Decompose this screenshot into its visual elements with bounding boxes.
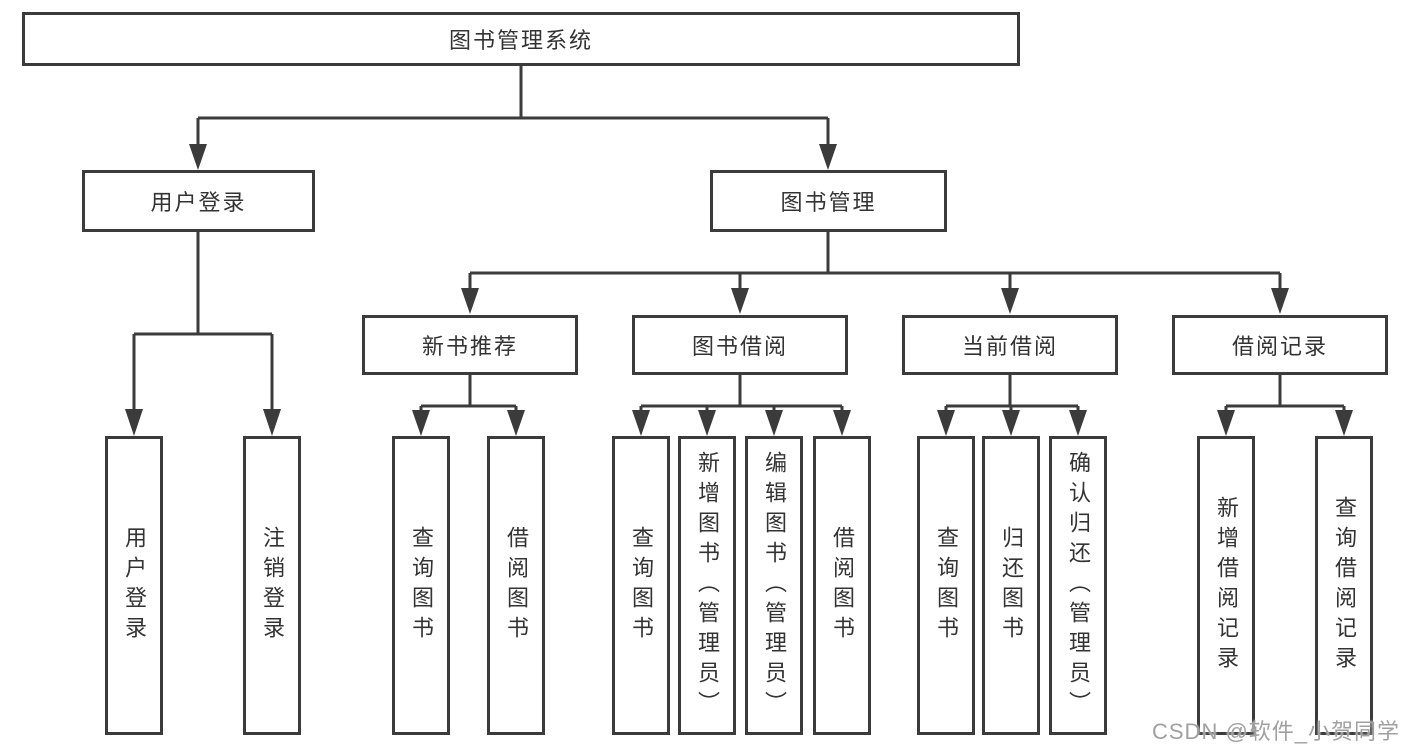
arrowhead-icon bbox=[937, 410, 955, 436]
connector-book-management bbox=[461, 232, 1289, 314]
leaf-nb-borrow-books: 借阅图书 bbox=[487, 436, 545, 735]
leaf-bb-add-books-admin: 新增图书（管理员） bbox=[678, 436, 736, 735]
arrowhead-icon bbox=[461, 288, 479, 314]
arrowhead-icon bbox=[125, 409, 143, 436]
node-borrow-records: 借阅记录 bbox=[1172, 315, 1388, 375]
node-user-login: 用户登录 bbox=[82, 170, 315, 232]
connector-borrow-records bbox=[1217, 375, 1353, 436]
node-new-book-recommend: 新书推荐 bbox=[362, 315, 578, 375]
connector-user-login bbox=[125, 232, 281, 436]
leaf-cb-return-books: 归还图书 bbox=[982, 436, 1040, 735]
leaf-cb-query-books: 查询图书 bbox=[917, 436, 975, 735]
arrowhead-icon bbox=[1002, 410, 1020, 436]
leaf-nb-query-books: 查询图书 bbox=[392, 436, 450, 735]
leaf-bb-borrow-books: 借阅图书 bbox=[813, 436, 871, 735]
leaf-bb-query-books: 查询图书 bbox=[612, 436, 670, 735]
leaf-br-add-record: 新增借阅记录 bbox=[1197, 436, 1255, 735]
node-book-management: 图书管理 bbox=[710, 170, 947, 232]
connector-current-borrow bbox=[937, 375, 1087, 436]
node-root: 图书管理系统 bbox=[22, 12, 1020, 66]
connector-book-borrow bbox=[632, 375, 851, 436]
connector-new-book-recommend bbox=[412, 375, 525, 436]
arrowhead-icon bbox=[507, 410, 525, 436]
arrowhead-icon bbox=[819, 144, 837, 170]
arrowhead-icon bbox=[833, 410, 851, 436]
arrowhead-icon bbox=[1335, 410, 1353, 436]
arrowhead-icon bbox=[1217, 410, 1235, 436]
leaf-user-login: 用户登录 bbox=[105, 436, 163, 735]
arrowhead-icon bbox=[1001, 288, 1019, 314]
watermark: CSDN @软件_小贺同学 bbox=[1152, 719, 1401, 744]
arrowhead-icon bbox=[263, 409, 281, 436]
arrowhead-icon bbox=[412, 410, 430, 436]
arrowhead-icon bbox=[1069, 410, 1087, 436]
arrowhead-icon bbox=[731, 288, 749, 314]
arrowhead-icon bbox=[1271, 288, 1289, 314]
arrowhead-icon bbox=[698, 410, 716, 436]
leaf-bb-edit-books-admin: 编辑图书（管理员） bbox=[745, 436, 803, 735]
arrowhead-icon bbox=[189, 144, 207, 170]
node-current-borrow: 当前借阅 bbox=[902, 315, 1118, 375]
leaf-cb-confirm-return-admin: 确认归还（管理员） bbox=[1049, 436, 1107, 735]
arrowhead-icon bbox=[765, 410, 783, 436]
leaf-logout: 注销登录 bbox=[243, 436, 301, 735]
arrowhead-icon bbox=[632, 410, 650, 436]
node-book-borrow: 图书借阅 bbox=[632, 315, 848, 375]
connector-root-to-level2 bbox=[189, 66, 837, 170]
leaf-br-query-record: 查询借阅记录 bbox=[1315, 436, 1373, 735]
